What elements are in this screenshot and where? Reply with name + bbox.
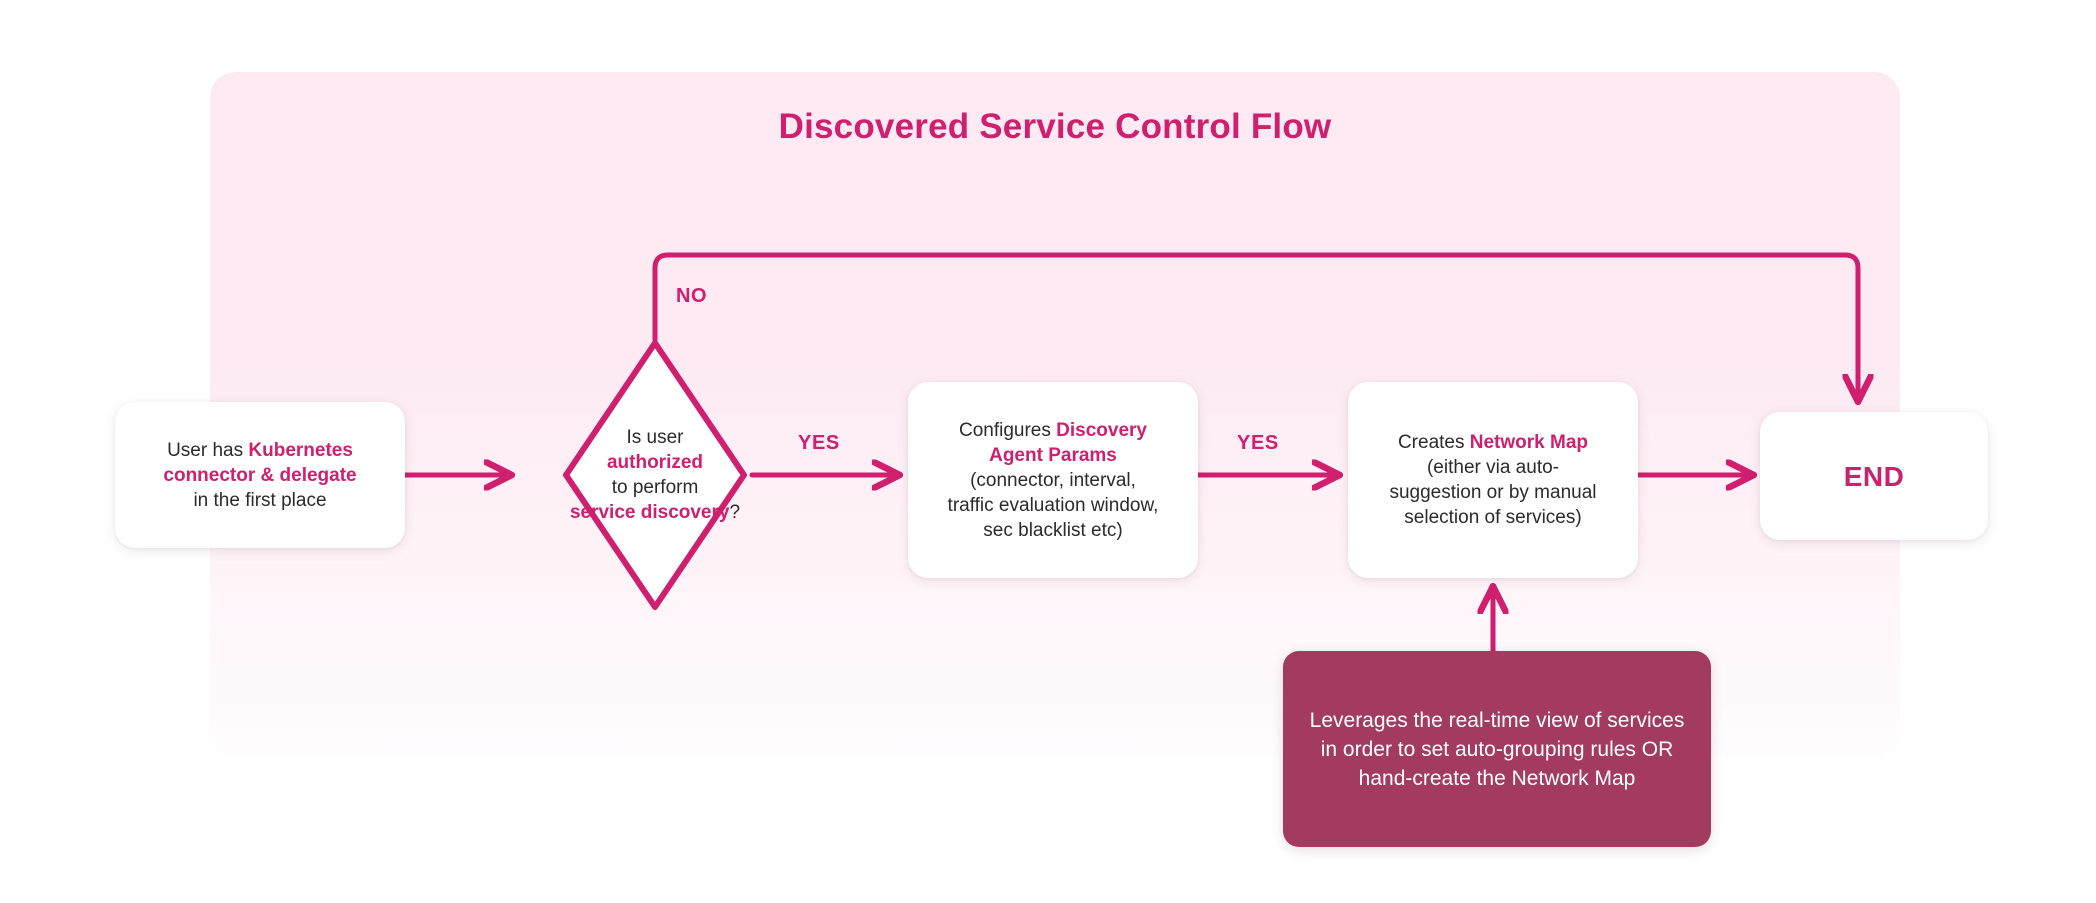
node-end-label: END bbox=[1843, 460, 1905, 492]
edge-label-yes-1: YES bbox=[798, 432, 840, 454]
page-title: Discovered Service Control Flow bbox=[778, 107, 1332, 146]
node-create-network-map[interactable]: Creates Network Map(either via auto-sugg… bbox=[1348, 382, 1638, 578]
note-network-map-details: Leverages the real-time view of services… bbox=[1283, 651, 1711, 847]
node-end[interactable]: END bbox=[1760, 412, 1988, 540]
edge-label-no: NO bbox=[676, 285, 708, 307]
edge-label-yes-2: YES bbox=[1237, 432, 1279, 454]
decision-diamond-shape bbox=[563, 340, 747, 610]
node-create-network-map-text: Creates Network Map(either via auto-sugg… bbox=[1389, 432, 1597, 528]
note-network-map-details-text: Leverages the real-time view of services… bbox=[1309, 708, 1685, 790]
